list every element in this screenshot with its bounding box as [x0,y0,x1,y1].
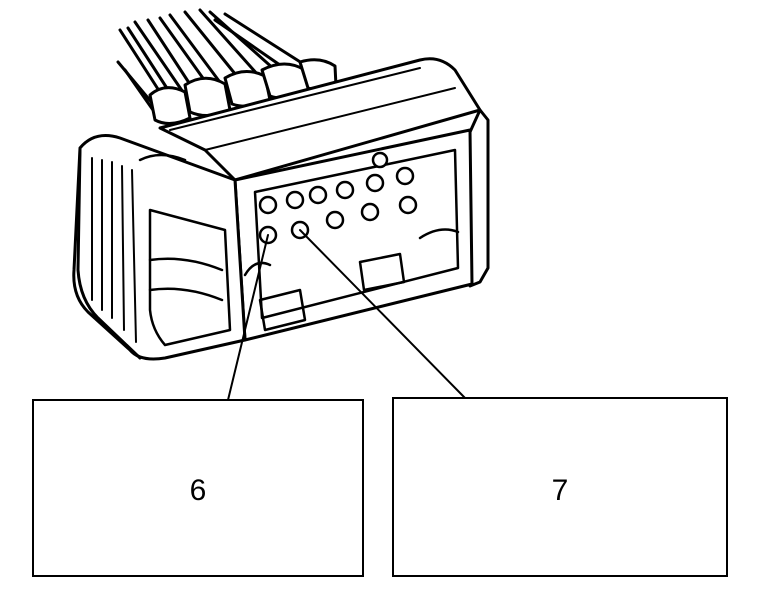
wire-seals [148,58,338,125]
connector-illustration [72,8,490,401]
callout-box-6: 6 [32,399,364,577]
terminal-cavity-opening [253,148,460,320]
latch-front-plate [76,148,142,360]
leader-line-6 [227,234,269,401]
callout-box-7: 7 [392,397,728,577]
latch-window [148,208,232,347]
callout-label-7: 7 [552,474,569,507]
terminal-cavities [258,151,418,245]
latch-housing [72,134,247,361]
callout-label-6: 6 [190,474,207,507]
leader-line-7 [299,229,466,399]
housing-top-face [158,57,482,182]
